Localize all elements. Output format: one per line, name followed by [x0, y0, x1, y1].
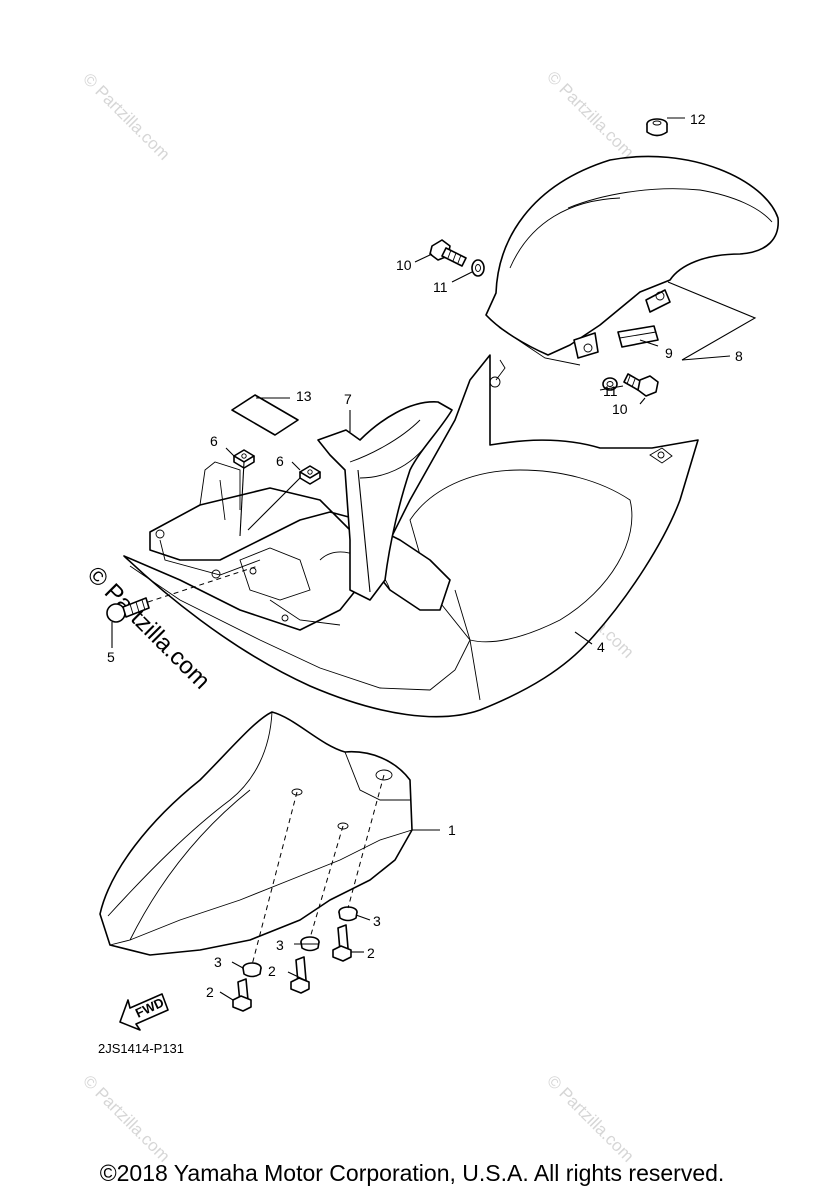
diagram-code: 2JS1414-P131	[98, 1041, 184, 1056]
callout-10: 10	[612, 401, 628, 417]
part-3-grommet	[338, 906, 358, 922]
callout-6: 6	[210, 433, 218, 449]
watermark: © Partzilla.com	[543, 1071, 637, 1165]
callout-3: 3	[276, 937, 284, 953]
callout-2: 2	[268, 963, 276, 979]
fwd-arrow: FWD	[119, 993, 169, 1031]
part-12-damper	[646, 118, 668, 137]
part-10-bolt-lower	[623, 373, 659, 397]
leader-lines	[111, 117, 757, 1001]
assembly-lines	[147, 461, 385, 966]
part-4-body	[123, 354, 699, 718]
callout-3: 3	[214, 954, 222, 970]
callout-13: 13	[296, 388, 312, 404]
callout-3: 3	[373, 913, 381, 929]
part-10-bolt-upper	[429, 239, 467, 267]
watermark: © Partzilla.com	[543, 67, 637, 161]
watermark: © Partzilla.com	[79, 69, 173, 163]
watermark: © Partzilla.com	[82, 561, 215, 694]
part-9-pad	[617, 325, 659, 348]
callout-1: 1	[448, 822, 456, 838]
callout-7: 7	[344, 391, 352, 407]
part-6-nut-b	[299, 465, 321, 485]
callout-11: 11	[433, 279, 448, 295]
part-8-seat	[485, 155, 779, 366]
part-11-collar-upper	[471, 259, 485, 277]
callout-5: 5	[107, 649, 115, 665]
part-11-collar-lower	[602, 377, 618, 391]
callout-2: 2	[367, 945, 375, 961]
watermark: © Partzilla.com	[79, 1071, 173, 1165]
copyright-notice: ©2018 Yamaha Motor Corporation, U.S.A. A…	[99, 1160, 725, 1186]
callout-10: 10	[396, 257, 412, 273]
callouts: 1 3 3 3 2 2 2 4 5 6 6 7 8 9 10 10 11 11 …	[107, 111, 743, 1000]
callout-11: 11	[603, 383, 618, 399]
part-13-label	[231, 394, 299, 436]
part-3-grommet	[242, 962, 262, 978]
part-2-bolt	[232, 978, 252, 1012]
part-5-screw	[106, 597, 150, 623]
callout-2: 2	[206, 984, 214, 1000]
callout-12: 12	[690, 111, 706, 127]
callout-4: 4	[597, 639, 605, 655]
callout-8: 8	[735, 348, 743, 364]
callout-9: 9	[665, 345, 673, 361]
part-7-guard	[317, 401, 453, 601]
part-2-bolt	[332, 924, 352, 962]
part-1-fender	[99, 711, 413, 956]
callout-6: 6	[276, 453, 284, 469]
part-4-tray	[149, 461, 451, 626]
part-2-bolt	[290, 956, 310, 994]
